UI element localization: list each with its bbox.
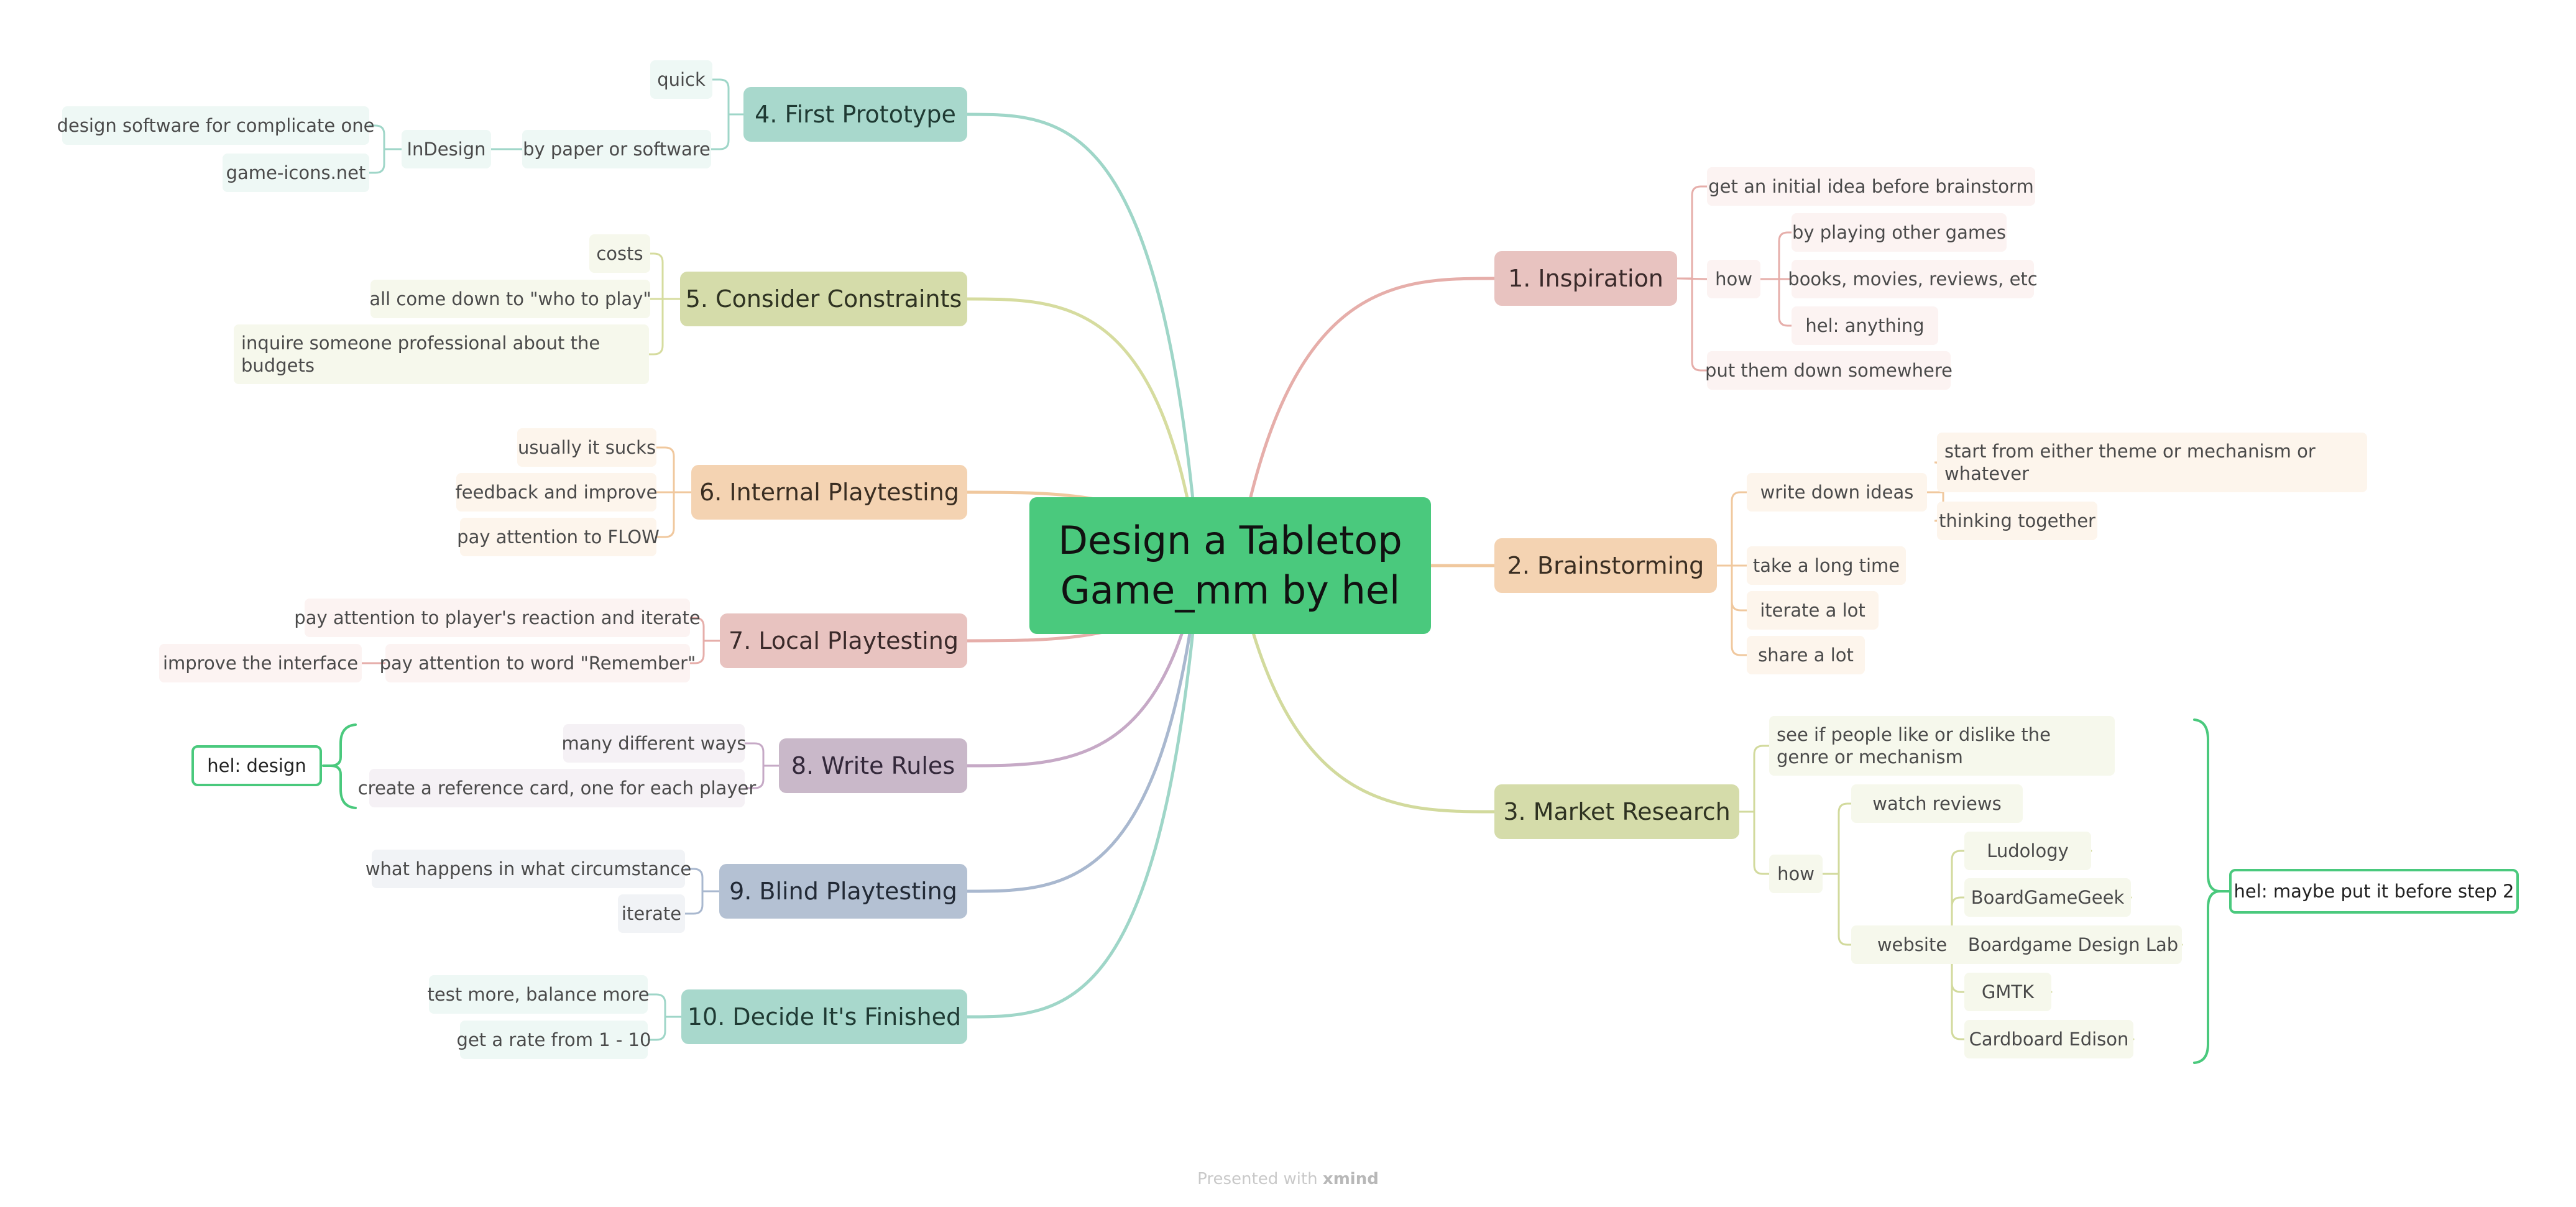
b6-item-flow[interactable]: pay attention to FLOW [457,518,660,556]
connector-b10-rate [646,1016,683,1041]
central-topic[interactable]: Design a Tabletop Game_mm by hel [1029,497,1431,634]
b4-item-paper[interactable]: by paper or software [522,130,711,168]
connector-b5-costs [649,252,681,300]
b1-item-books[interactable]: books, movies, reviews, etc [1788,260,2038,298]
b3-item-bgg[interactable]: BoardGameGeek [1964,878,2131,917]
b2-item-share[interactable]: share a lot [1747,636,1865,674]
b2-item-start[interactable]: start from either theme or mechanism or … [1937,433,2367,492]
connector-b2-write [1716,491,1748,567]
branch-topic-2[interactable]: 2. Brainstorming [1494,538,1717,593]
connector-b4-icons [368,148,403,174]
b3-item-watch[interactable]: watch reviews [1851,784,2023,823]
b2-item-long[interactable]: take a long time [1747,546,1906,585]
b2-item-iterate[interactable]: iterate a lot [1747,591,1879,630]
connector-b4-quick [711,78,745,116]
connector-b3-see [1738,745,1770,813]
b7-item-reaction[interactable]: pay attention to player's reaction and i… [294,599,701,637]
b6-item-feedback[interactable]: feedback and improve [456,473,657,512]
connector-root-b1 [1235,277,1496,567]
b1-item-initial[interactable]: get an initial idea before brainstorm [1707,167,2035,206]
connector-b3-how [1738,810,1770,875]
b8-item-card[interactable]: create a reference card, one for each pl… [358,769,756,807]
b3-item-see[interactable]: see if people like or dislike the genre … [1769,716,2115,776]
branch-topic-9[interactable]: 9. Blind Playtesting [719,864,967,919]
branch-topic-1[interactable]: 1. Inspiration [1494,251,1677,306]
connector-b2-share [1716,564,1748,656]
branch-topic-10[interactable]: 10. Decide It's Finished [681,989,967,1044]
connector-b9-what [684,868,720,893]
b7-item-interface[interactable]: improve the interface [159,644,362,682]
connector-b3-watch [1821,802,1852,875]
connector-b8-card [743,764,780,789]
b3-item-how[interactable]: how [1769,855,1823,893]
connector-root-b5 [965,297,1201,567]
brace-b3 [2193,718,2221,1064]
b7-item-remember[interactable]: pay attention to word "Remember" [380,644,696,682]
brace-b8 [330,723,357,809]
connector-b1-anything [1759,278,1793,327]
b2-item-together[interactable]: thinking together [1937,502,2097,540]
connector-b8-ways [743,742,780,767]
connector-b7-reaction [689,617,721,642]
connector-b6-flow [655,491,692,538]
connector-b1-putdown [1676,277,1708,372]
xmind-brand: xmind [1322,1170,1379,1188]
footer-presented-text: Presented with [1197,1170,1318,1188]
b9-item-iterate[interactable]: iterate [618,894,685,933]
b10-item-test[interactable]: test more, balance more [428,975,650,1014]
b1-item-anything[interactable]: hel: anything [1792,306,1938,345]
b4-item-icons[interactable]: game-icons.net [223,154,369,192]
b10-item-rate[interactable]: get a rate from 1 - 10 [457,1021,651,1059]
connector-b3-ludology [1951,850,2092,946]
b3-item-website[interactable]: website [1851,925,1973,964]
b4-item-indesign[interactable]: InDesign [402,130,491,168]
b4-item-quick[interactable]: quick [650,60,712,99]
branch-topic-6[interactable]: 6. Internal Playtesting [691,465,967,520]
b9-item-what[interactable]: what happens in what circumstance [366,850,691,888]
b5-item-costs[interactable]: costs [589,234,650,273]
b5-item-inquire[interactable]: inquire someone professional about the b… [234,324,649,384]
connector-root-b10 [965,564,1201,1019]
connector-b9-iterate [684,890,720,915]
b8-item-ways[interactable]: many different ways [562,724,746,763]
b6-item-sucks[interactable]: usually it sucks [517,428,656,467]
connector-root-b9 [965,564,1201,893]
b1-item-playing[interactable]: by playing other games [1792,213,2007,252]
b1-item-putdown[interactable]: put them down somewhere [1705,351,1953,390]
connector-b6-sucks [655,446,692,493]
connector-b4-software [368,124,403,150]
connector-b3-website [1821,873,1852,946]
footer-credit: Presented with xmind [0,1170,2576,1188]
connector-b3-cardboard [1951,943,2135,1040]
connector-b5-inquire [648,298,681,356]
note-hel-design[interactable]: hel: design [191,745,322,786]
b5-item-who[interactable]: all come down to "who to play" [369,280,651,318]
b4-item-software[interactable]: design software for complicate one [57,106,374,145]
connector-root-b4 [965,112,1201,567]
b1-item-how[interactable]: how [1707,260,1760,298]
note-hel-maybe[interactable]: hel: maybe put it before step 2 [2229,869,2519,914]
branch-topic-7[interactable]: 7. Local Playtesting [720,613,967,668]
connector-b3-bgg [1951,896,2132,946]
b3-item-cardboard[interactable]: Cardboard Edison [1964,1020,2133,1058]
connector-b7-remember [689,640,721,664]
branch-topic-3[interactable]: 3. Market Research [1494,784,1739,839]
branch-topic-5[interactable]: 5. Consider Constraints [680,272,967,326]
connector-b4-paper [710,113,745,150]
b2-item-write[interactable]: write down ideas [1747,473,1927,512]
b3-item-gmtk[interactable]: GMTK [1964,973,2051,1011]
connector-root-b8 [965,564,1201,768]
b3-item-lab[interactable]: Boardgame Design Lab [1964,925,2182,964]
connector-b1-initial [1676,185,1708,280]
connector-root-b3 [1235,564,1496,814]
branch-topic-8[interactable]: 8. Write Rules [779,738,967,793]
branch-topic-4[interactable]: 4. First Prototype [743,87,967,142]
b3-item-ludology[interactable]: Ludology [1964,832,2091,870]
connector-b1-playing [1759,231,1793,280]
connector-b10-test [646,993,683,1018]
